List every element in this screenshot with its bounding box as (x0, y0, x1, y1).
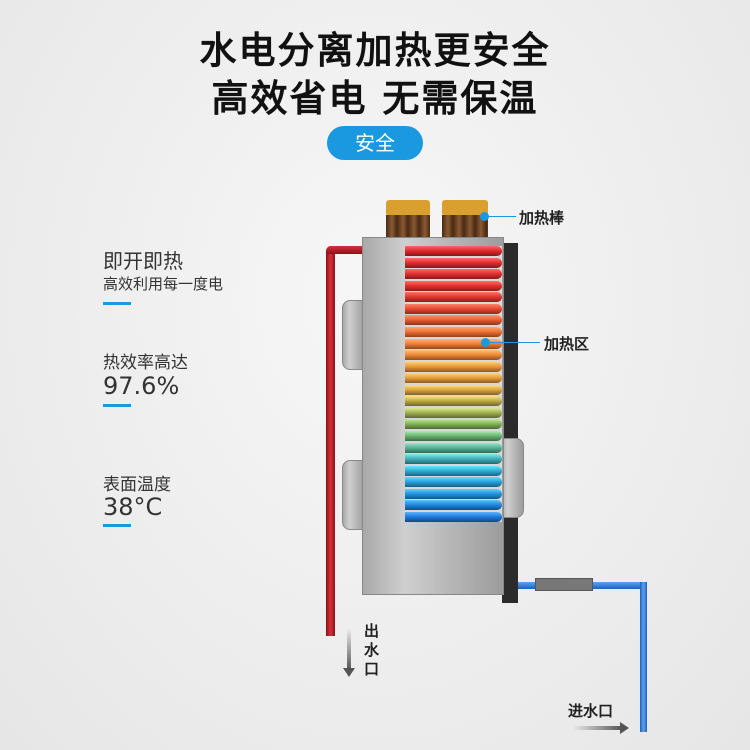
feature-3-value: 38°C (103, 493, 163, 521)
safety-badge: 安全 (327, 126, 423, 160)
heating-zone-label: 加热区 (544, 335, 590, 353)
coil-tube (405, 361, 502, 372)
coil-tube (405, 373, 502, 384)
feature-1-subtitle: 高效利用每一度电 (103, 275, 224, 293)
coil-tube (405, 257, 502, 268)
heating-coil (405, 246, 502, 522)
feature-1-divider (103, 302, 131, 305)
inlet-valve (535, 578, 593, 591)
coil-tube (405, 292, 502, 303)
inlet-arrow-icon (572, 726, 622, 730)
coil-tube (405, 246, 502, 256)
outlet-arrowhead-icon (343, 668, 355, 677)
coil-tube (405, 269, 502, 280)
feature-2-divider (103, 404, 131, 407)
hot-water-pipe (326, 246, 335, 636)
heating-rod-leader (488, 216, 516, 217)
water-inlet-label: 进水口 (568, 702, 614, 720)
coil-tube (405, 384, 502, 395)
feature-2-value: 97.6% (103, 372, 180, 400)
coil-tube (405, 419, 502, 430)
coil-tube (405, 407, 502, 418)
coil-tube (405, 396, 502, 407)
headline-line-2: 高效省电 无需保温 (211, 77, 539, 120)
coil-tube (405, 338, 502, 349)
cold-water-pipe-vertical (640, 582, 647, 732)
water-outlet-label: 出水口 (364, 622, 380, 678)
coil-tube (405, 500, 502, 511)
feature-3-divider (103, 524, 131, 527)
feature-2-title: 热效率高达 (103, 353, 188, 373)
coil-tube (405, 511, 502, 522)
headline-line-1: 水电分离加热更安全 (199, 29, 551, 72)
coil-tube (405, 315, 502, 326)
coil-tube (405, 431, 502, 441)
heating-rod-cap (386, 200, 430, 216)
coil-tube (405, 303, 502, 314)
feature-3-title: 表面温度 (103, 475, 171, 495)
heating-zone-leader (490, 342, 540, 343)
coil-tube (405, 454, 502, 465)
back-plate (502, 243, 518, 603)
coil-tube (405, 280, 502, 291)
coil-tube (405, 442, 502, 453)
heating-rod-label: 加热棒 (519, 209, 565, 227)
coil-tube (405, 326, 502, 337)
hot-water-pipe-bend (326, 246, 366, 254)
coil-tube (405, 465, 502, 476)
feature-1-title: 即开即热 (103, 249, 183, 273)
heating-zone-marker (481, 338, 490, 347)
inlet-arrowhead-icon (620, 722, 629, 734)
coil-tube (405, 477, 502, 488)
heating-rod-cap (442, 200, 488, 216)
heating-rod-marker (480, 212, 489, 221)
coil-tube (405, 488, 502, 499)
outlet-arrow-icon (347, 628, 351, 670)
coil-tube (405, 350, 502, 361)
